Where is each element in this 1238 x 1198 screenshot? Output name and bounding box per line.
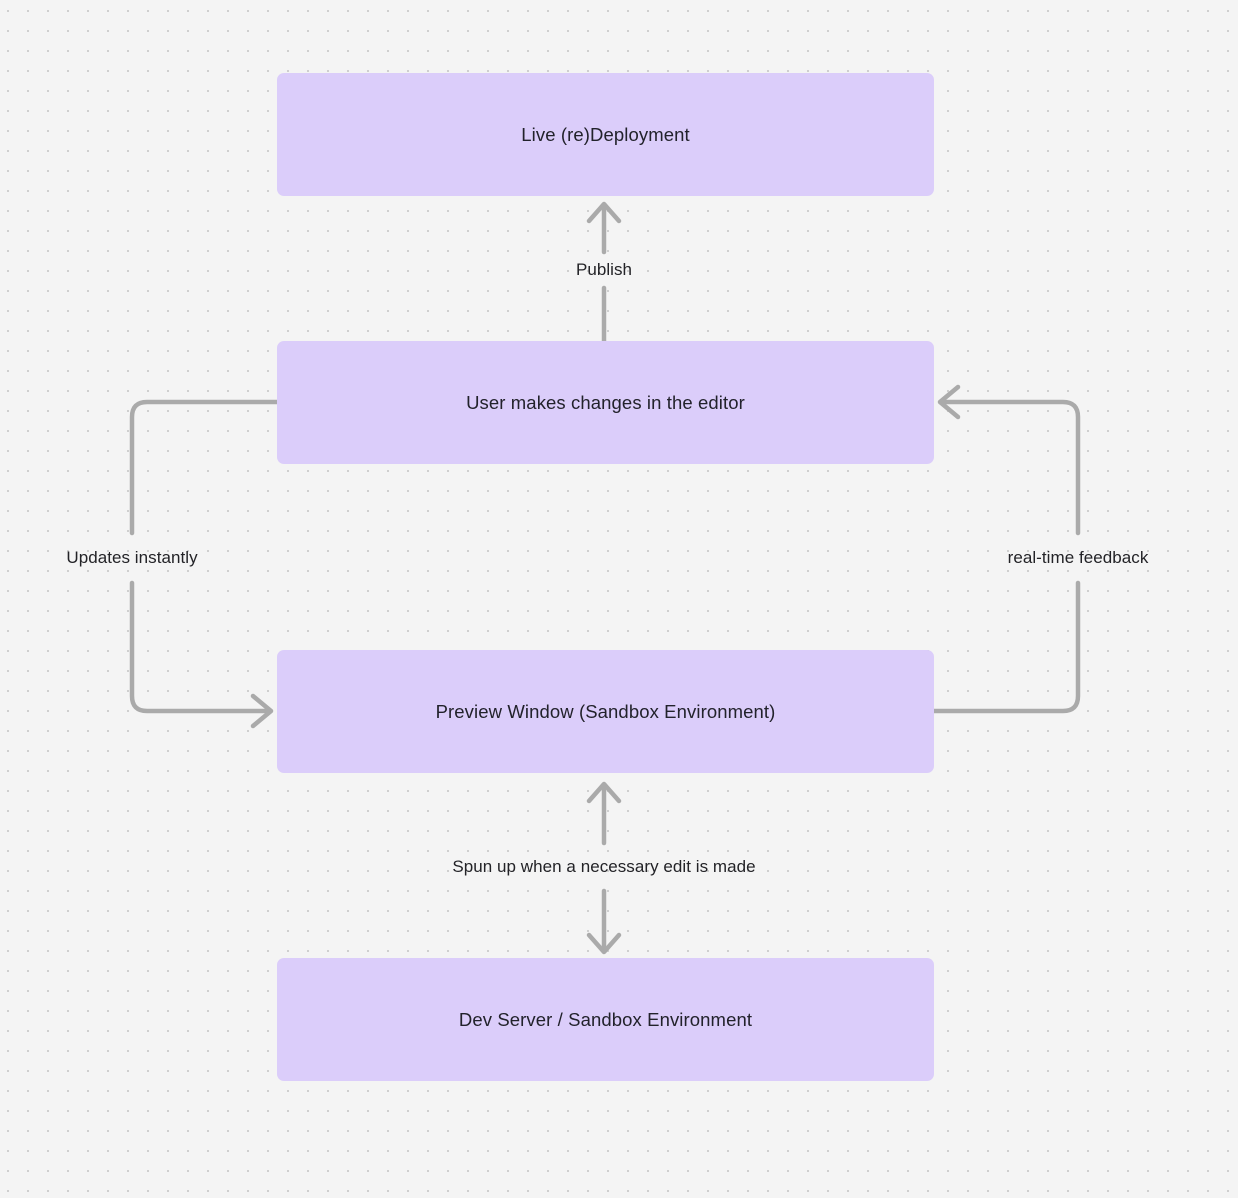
edge-updates-instantly-lower-segment [129,580,271,714]
edge-spun-up-down-arrowhead [586,932,622,955]
node-dev-server[interactable]: Dev Server / Sandbox Environment [277,958,934,1081]
edge-updates-instantly-upper-segment [129,399,280,536]
edge-real-time-feedback-lower-segment [931,580,1081,714]
node-live-deployment[interactable]: Live (re)Deployment [277,73,934,196]
edge-label-updates-instantly: Updates instantly [66,548,198,567]
edge-real-time-feedback-upper-segment [940,399,1081,536]
edge-spun-up-up-arrowhead [586,781,622,804]
node-user-edits[interactable]: User makes changes in the editor [277,341,934,464]
edge-updates-instantly-arrowhead [250,693,274,729]
node-user-edits-label: User makes changes in the editor [466,391,745,413]
node-dev-server-label: Dev Server / Sandbox Environment [458,1008,753,1030]
node-live-deployment-label: Live (re)Deployment [521,123,690,145]
node-preview-window-label: Preview Window (Sandbox Environment) [435,700,776,722]
edge-label-publish: Publish [575,260,633,279]
node-preview-window[interactable]: Preview Window (Sandbox Environment) [277,650,934,773]
edge-label-real-time-feedback: real-time feedback [1007,548,1149,567]
edge-label-spun-up: Spun up when a necessary edit is made [452,857,756,876]
edge-publish-arrowhead [586,201,622,224]
edge-real-time-feedback-arrowhead [937,384,961,420]
